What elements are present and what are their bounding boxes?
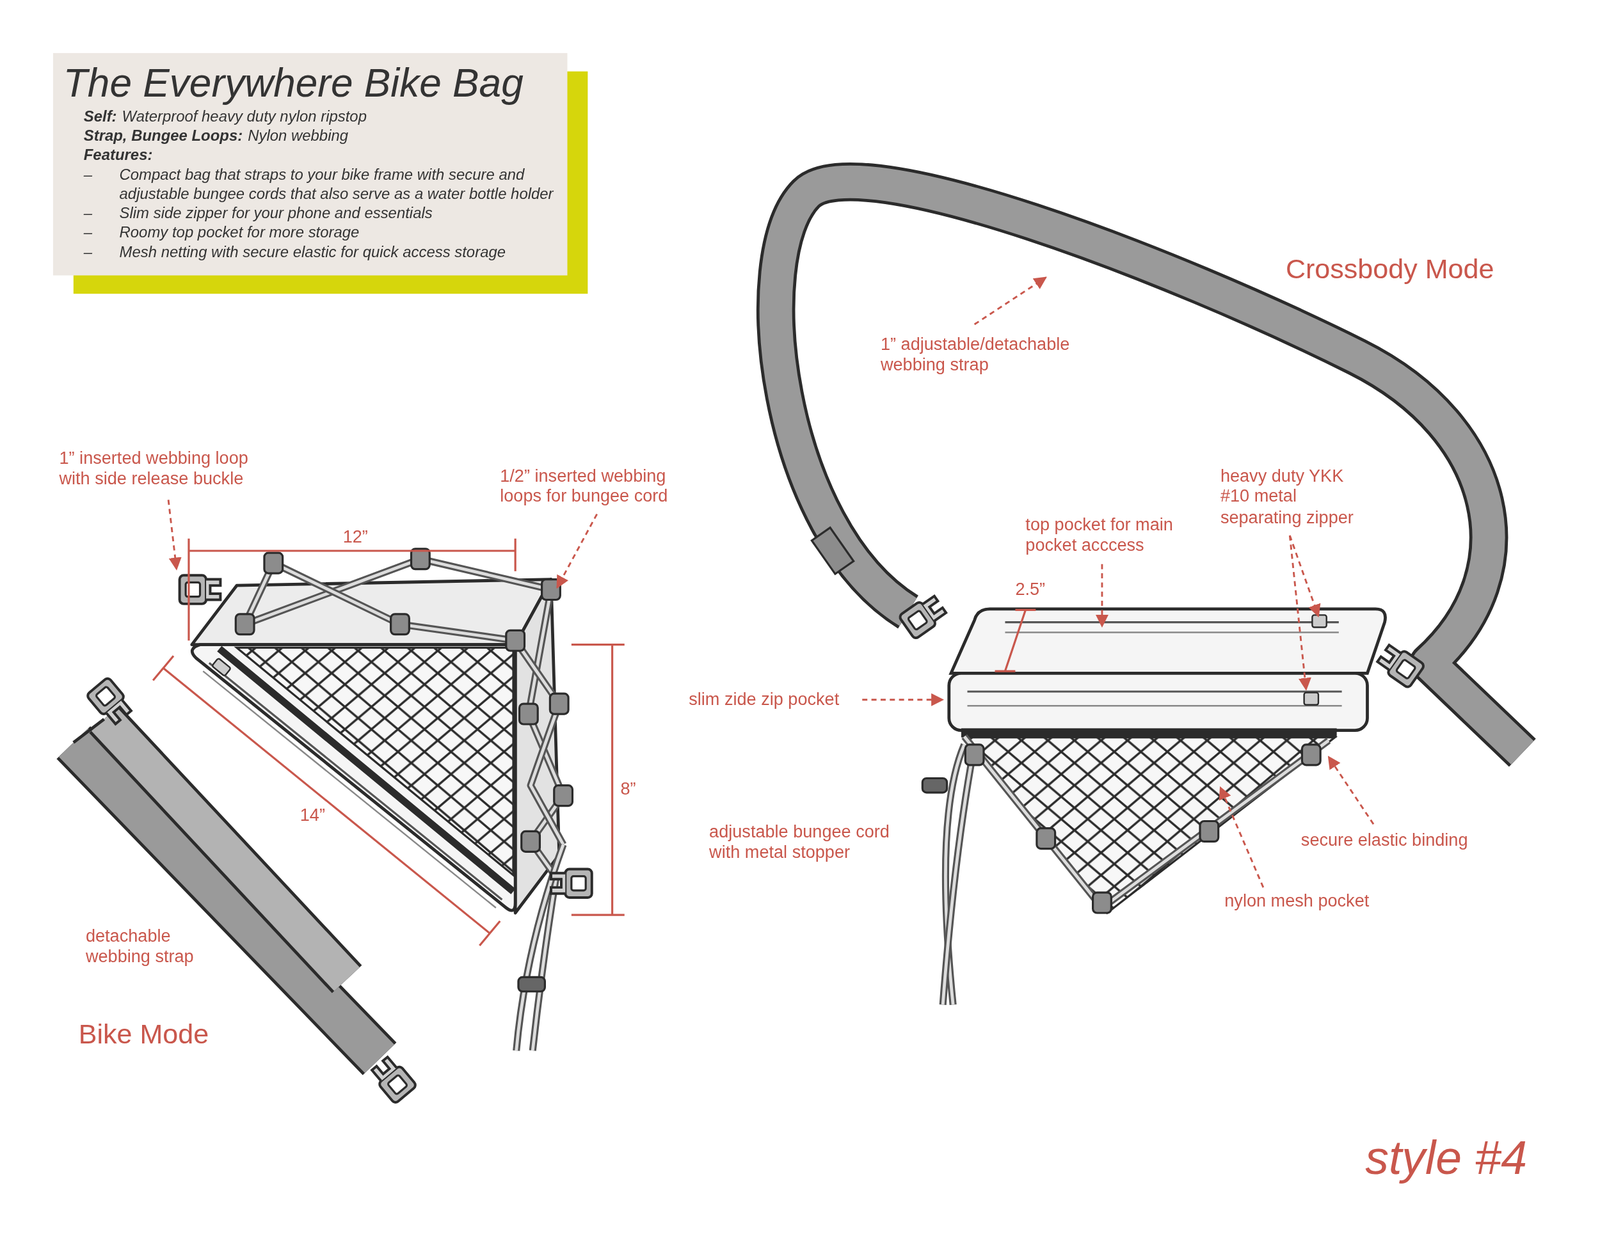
dimension-text: 12” (343, 527, 368, 549)
callout-text: top pocket for main pocket acccess (1025, 515, 1204, 557)
spec-row: Self:Waterproof heavy duty nylon ripstop (63, 106, 558, 126)
feature-text: Mesh netting with secure elastic for qui… (119, 241, 558, 262)
spec-row: –Slim side zipper for your phone and ess… (63, 202, 558, 223)
spec-key: Self: (83, 106, 118, 125)
bullet-dash: – (83, 222, 120, 242)
spec-value: Waterproof heavy duty nylon ripstop (122, 106, 367, 125)
spec-row: –Mesh netting with secure elastic for qu… (63, 241, 558, 262)
spec-key: Strap, Bungee Loops: (83, 126, 243, 144)
callout-text: 1” inserted webbing loop with side relea… (58, 449, 279, 491)
spec-row: –Roomy top pocket for more storage (63, 222, 558, 242)
callout-text: slim zide zip pocket (688, 689, 840, 712)
feature-text: Compact bag that straps to your bike fra… (119, 164, 558, 204)
bullet-dash: – (83, 202, 120, 223)
spec-row: Strap, Bungee Loops:Nylon webbing (63, 125, 558, 145)
callout-text: detachable webbing strap (85, 926, 214, 969)
callout-text: secure elastic binding (1301, 830, 1469, 852)
spec-row: Features: (63, 144, 558, 164)
spec-value: Nylon webbing (247, 126, 349, 144)
feature-text: Slim side zipper for your phone and esse… (119, 202, 558, 223)
spec-row: The Everywhere Bike Bag (63, 61, 558, 107)
dimension-text: 2.5” (1015, 579, 1046, 601)
spec-box: The Everywhere Bike BagSelf:Waterproof h… (53, 53, 568, 276)
mode-heading: Bike Mode (78, 1018, 209, 1052)
spec-key: Features: (83, 145, 153, 164)
mode-heading: Crossbody Mode (1285, 252, 1494, 287)
callout-text: 1/2” inserted webbing loops for bungee c… (499, 466, 699, 509)
spec-row: –Compact bag that straps to your bike fr… (63, 164, 558, 204)
callout-text: adjustable bungee cord with metal stoppe… (709, 822, 914, 864)
dimension-text: 8” (620, 779, 636, 801)
callout-text: nylon mesh pocket (1224, 891, 1369, 913)
dimension-text: 14” (300, 806, 326, 828)
bullet-dash: – (83, 241, 120, 262)
callout-text: heavy duty YKK #10 metal separating zipp… (1220, 466, 1376, 530)
callout-text: 1” adjustable/detachable webbing strap (880, 334, 1101, 377)
feature-text: Roomy top pocket for more storage (119, 222, 558, 242)
style-number: style #4 (1365, 1130, 1528, 1188)
title-text: The Everywhere Bike Bag (63, 61, 558, 107)
bullet-dash: – (83, 164, 120, 204)
